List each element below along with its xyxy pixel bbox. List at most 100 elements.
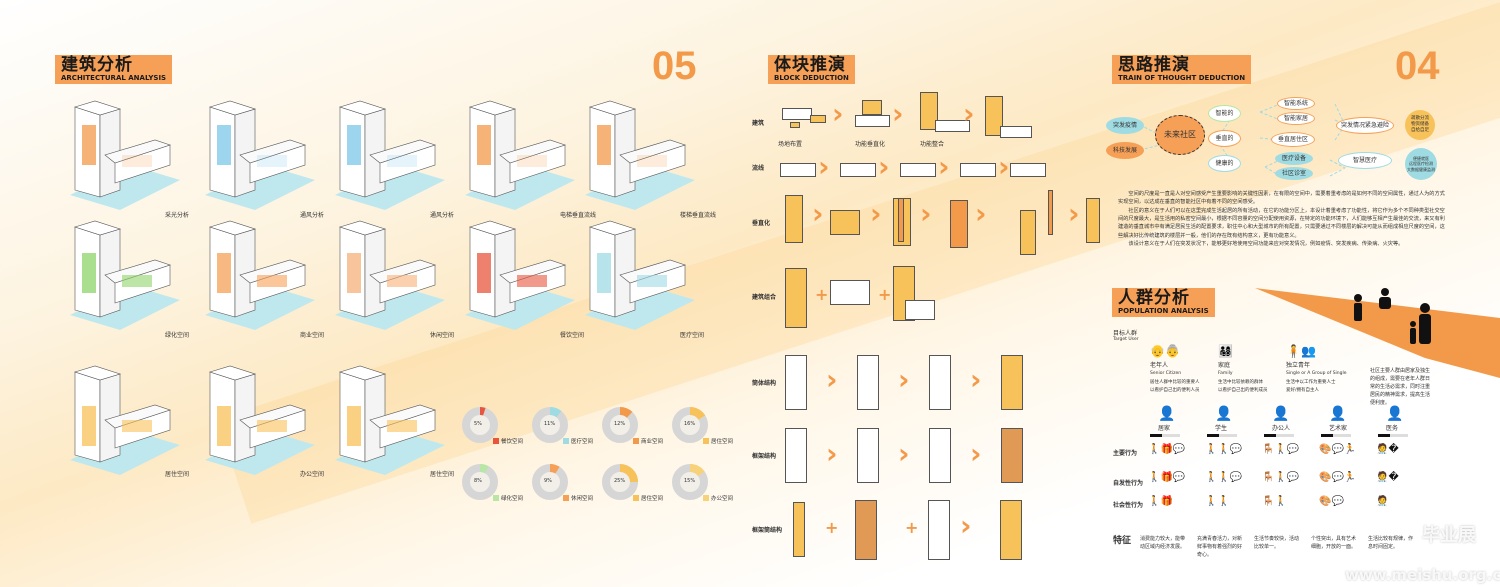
group-name: 老年人: [1150, 362, 1169, 369]
donut-slice: [462, 464, 498, 500]
block-volume: [862, 100, 882, 115]
donut-value: 16%: [684, 421, 696, 427]
donut-legend: 绿化空间: [493, 494, 523, 502]
feature-text: 个性突出，具有艺术细胞，开放的一面。: [1311, 536, 1357, 550]
arrow-icon: ›: [970, 363, 982, 396]
legend-swatch: [633, 495, 639, 501]
block-volume: [905, 300, 935, 320]
plus-icon: +: [878, 285, 892, 304]
donut-slice: [532, 464, 568, 500]
population-title: 人群分析 POPULATION ANALYSIS: [1112, 288, 1215, 317]
building-axonometric: [70, 365, 180, 475]
block-volume: [793, 502, 805, 557]
title-en: POPULATION ANALYSIS: [1118, 307, 1209, 315]
donut-legend: 居住空间: [703, 437, 733, 445]
group-name: 独立青年: [1286, 362, 1311, 369]
block-volume: [900, 163, 936, 177]
building-axonometric: [335, 220, 445, 330]
node-epidemic: 突发疫情: [1106, 117, 1144, 134]
occupation-name: 学生: [1215, 425, 1228, 432]
mindmap-connectors: [1139, 103, 1425, 177]
arrow-icon: ›: [975, 197, 987, 230]
building-axonometric: [465, 220, 575, 330]
donut-legend: 商业空间: [633, 437, 663, 445]
legend-swatch: [703, 438, 709, 444]
title-en: BLOCK DEDUCTION: [774, 74, 849, 82]
thought-paragraphs: 空间的尺度是一直是人对空间感受产生重要影响的关键性因素，在有限的空间中，需要着重…: [1118, 190, 1448, 248]
donut-value: 11%: [544, 421, 556, 427]
figure-caption: 通风分析: [430, 212, 455, 219]
legend-swatch: [493, 438, 499, 444]
paragraph: 空间的尺度是一直是人对空间感受产生重要影响的关键性因素，在有限的空间中，需要着重…: [1118, 191, 1445, 206]
block-volume: [950, 200, 968, 248]
donut-chart: [672, 464, 708, 500]
behavior-icons: 🧑‍⚕️�: [1376, 444, 1399, 455]
behavior-icons: 🚶🚶💬: [1205, 472, 1243, 483]
block-volume: [782, 108, 812, 120]
watermark-logo: 毕业展: [1422, 525, 1476, 546]
block-volume: [830, 280, 870, 305]
feature-text: 生活比较有规律，作息时间固定。: [1368, 536, 1414, 550]
row-label: 筒体结构: [752, 380, 777, 387]
donut-chart: [532, 464, 568, 500]
node-vertical-residence: 垂直居住区: [1271, 132, 1315, 147]
occupation-avatar-icon: 👤: [1272, 406, 1290, 422]
arrow-icon: ›: [832, 97, 844, 130]
occupation-name: 居家: [1158, 425, 1171, 432]
legend-label: 休闲空间: [571, 496, 594, 502]
block-volume: [857, 428, 879, 483]
legend-label: 商业空间: [641, 439, 664, 445]
target-zh: 目标人群: [1113, 330, 1138, 337]
occupation-avatar-icon: 👤: [1215, 406, 1233, 422]
row-label: 流线: [752, 165, 765, 172]
donut-legend: 餐饮空间: [493, 437, 523, 445]
title-en: ARCHITECTURAL ANALYSIS: [61, 74, 167, 82]
block-volume: [928, 500, 950, 560]
behavior-icons: 🎨💬🏃: [1319, 472, 1357, 483]
building-axonometric: [205, 100, 315, 210]
figure-caption: 楼梯垂直流线: [680, 212, 717, 219]
node-smart: 智能的: [1208, 105, 1241, 122]
behavior-icons: 🚶🎁💬: [1148, 444, 1186, 455]
donut-value: 5%: [474, 421, 482, 427]
donut-value: 8%: [474, 478, 482, 484]
arrow-icon: ›: [920, 197, 932, 230]
arrow-icon: ›: [960, 509, 972, 542]
orange-slope-with-silhouettes: [1255, 288, 1500, 378]
row-label: 建筑组合: [752, 294, 777, 301]
block-volume: [840, 163, 876, 177]
population-summary: 社区主要人群由居家及独生的组成，需要在老年人群日常的生活必需求，同时注重居民的精…: [1370, 368, 1431, 406]
donut-slice: [532, 407, 568, 443]
block-title: 体块推演 BLOCK DEDUCTION: [768, 55, 855, 84]
figure-caption: 办公空间: [300, 471, 325, 478]
thought-title: 思路推演 TRAIN OF THOUGHT DEDUCTION: [1112, 55, 1252, 84]
feature-label: 特征: [1113, 536, 1132, 546]
building-axonometric: [465, 100, 575, 210]
figure-caption: 采光分析: [165, 212, 190, 219]
donut-chart: [672, 407, 708, 443]
behavior-icons: 🎨💬🏃: [1319, 444, 1357, 455]
node-cyan-list: 便捷就医 远程医疗检测 大数据健康监测: [1405, 148, 1437, 180]
group-name-en: Family: [1218, 371, 1233, 376]
donut-chart: [462, 407, 498, 443]
building-axonometric: [335, 100, 445, 210]
watermark-url: www.meishu.org.cn: [1345, 566, 1500, 584]
group-point: 生活中比较依赖的群体: [1218, 380, 1263, 385]
paragraph: 该设计意义在于人们在突发状况下，能够更好地使用空间功能来应对突发情况，例如疫情、…: [1128, 240, 1404, 247]
legend-label: 居住空间: [711, 439, 734, 445]
behavior-icons: 🚶🚶💬: [1205, 444, 1243, 455]
occupation-bar: [1321, 434, 1351, 437]
behavior-icons: 🚶🎁: [1148, 496, 1173, 507]
arrow-icon: ›: [998, 150, 1010, 183]
block-volume: [1048, 190, 1053, 235]
group-name: 家庭: [1218, 362, 1231, 369]
arrow-icon: ›: [938, 150, 950, 183]
building-axonometric: [205, 220, 315, 330]
arrow-icon: ›: [970, 437, 982, 470]
donut-chart: [602, 464, 638, 500]
donut-slice: [462, 407, 498, 443]
caption: 功能垂直化: [855, 141, 886, 148]
block-volume: [1086, 198, 1100, 243]
block-volume: [785, 195, 803, 243]
